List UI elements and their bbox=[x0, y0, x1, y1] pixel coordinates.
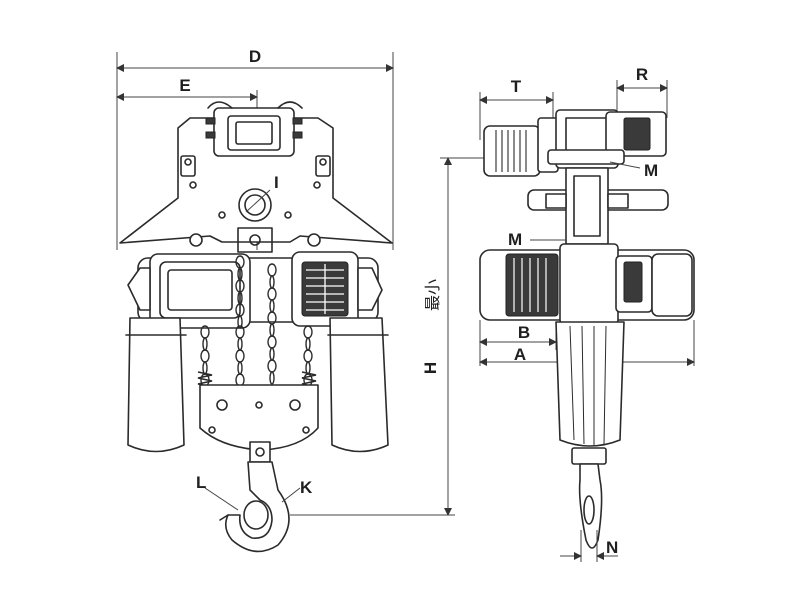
dimension-l: L bbox=[196, 473, 239, 511]
label-i: I bbox=[274, 173, 279, 192]
trolley-frame bbox=[119, 101, 393, 253]
hook-side bbox=[571, 447, 607, 549]
label-t: T bbox=[511, 77, 522, 96]
label-d: D bbox=[249, 47, 261, 66]
hoist-side-body bbox=[479, 243, 695, 325]
side-view: T R bbox=[479, 65, 695, 562]
dimension-d: D bbox=[116, 47, 394, 250]
dimension-h: H 最小 bbox=[290, 157, 485, 516]
hook bbox=[219, 461, 290, 553]
trolley-beam bbox=[527, 109, 669, 245]
label-b: B bbox=[518, 323, 530, 342]
label-n: N bbox=[606, 538, 618, 557]
dimension-r: R bbox=[616, 65, 668, 118]
label-m-top: M bbox=[644, 161, 658, 180]
label-m-mid: M bbox=[508, 230, 522, 249]
label-h: H bbox=[421, 362, 440, 374]
dimension-k: K bbox=[281, 478, 313, 503]
dimension-n: N bbox=[560, 530, 618, 562]
label-k: K bbox=[300, 478, 313, 497]
chain-bag-side bbox=[555, 321, 625, 447]
chain-bag-left bbox=[125, 317, 187, 453]
bottom-block bbox=[199, 384, 319, 463]
label-h-min: 最小 bbox=[423, 279, 442, 311]
label-a: A bbox=[514, 345, 526, 364]
label-l: L bbox=[196, 473, 206, 492]
dimension-i: I bbox=[245, 173, 279, 213]
dimension-m-top: M bbox=[609, 161, 658, 180]
dimension-t: T bbox=[479, 77, 554, 140]
trolley-motor bbox=[483, 117, 559, 177]
chain-bag-right bbox=[327, 317, 389, 453]
label-e: E bbox=[179, 76, 190, 95]
load-chains bbox=[197, 255, 317, 388]
front-view: D E bbox=[116, 47, 394, 553]
hoist-body bbox=[127, 251, 383, 329]
dimension-m-mid: M bbox=[508, 230, 566, 249]
label-r: R bbox=[636, 65, 648, 84]
